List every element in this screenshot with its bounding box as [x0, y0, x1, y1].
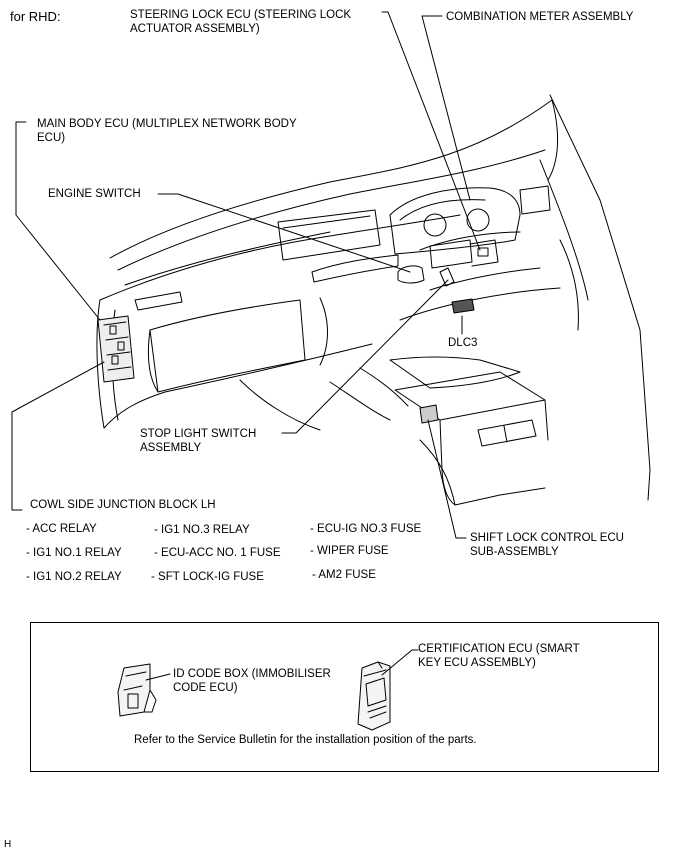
list-item: - AM2 FUSE — [312, 569, 376, 581]
id-code-box-part — [117, 663, 171, 717]
list-item: - IG1 NO.3 RELAY — [154, 524, 250, 536]
certification-ecu-part — [357, 649, 419, 731]
id-code-box-label: ID CODE BOX (IMMOBILISER CODE ECU) — [173, 668, 331, 694]
list-item: - WIPER FUSE — [310, 545, 389, 557]
additional-parts-inset — [30, 622, 659, 772]
list-item: - ACC RELAY — [26, 523, 97, 535]
cowl-side-junction-block-label: COWL SIDE JUNCTION BLOCK LH — [30, 499, 216, 511]
variant-header: for RHD: — [10, 9, 61, 24]
list-item: - IG1 NO.1 RELAY — [26, 547, 122, 559]
list-item: - IG1 NO.2 RELAY — [26, 571, 122, 583]
steering-lock-ecu-label: STEERING LOCK ECU (STEERING LOCK ACTUATO… — [130, 9, 352, 35]
main-body-ecu-label: MAIN BODY ECU (MULTIPLEX NETWORK BODY EC… — [37, 118, 297, 144]
dlc3-label: DLC3 — [448, 337, 478, 349]
figure-code: H — [4, 839, 12, 850]
combination-meter-label: COMBINATION METER ASSEMBLY — [446, 11, 634, 23]
service-bulletin-note: Refer to the Service Bulletin for the in… — [134, 734, 477, 746]
list-item: - ECU-IG NO.3 FUSE — [310, 523, 422, 535]
dashboard-outline — [96, 94, 651, 506]
shift-lock-control-ecu-label: SHIFT LOCK CONTROL ECU SUB-ASSEMBLY — [470, 532, 624, 558]
list-item: - SFT LOCK-IG FUSE — [151, 571, 264, 583]
list-item: - ECU-ACC NO. 1 FUSE — [154, 547, 281, 559]
certification-ecu-label: CERTIFICATION ECU (SMART KEY ECU ASSEMBL… — [418, 643, 580, 669]
engine-switch-label: ENGINE SWITCH — [48, 188, 141, 200]
leader-lines — [11, 11, 481, 539]
stop-light-switch-label: STOP LIGHT SWITCH ASSEMBLY — [140, 428, 257, 454]
